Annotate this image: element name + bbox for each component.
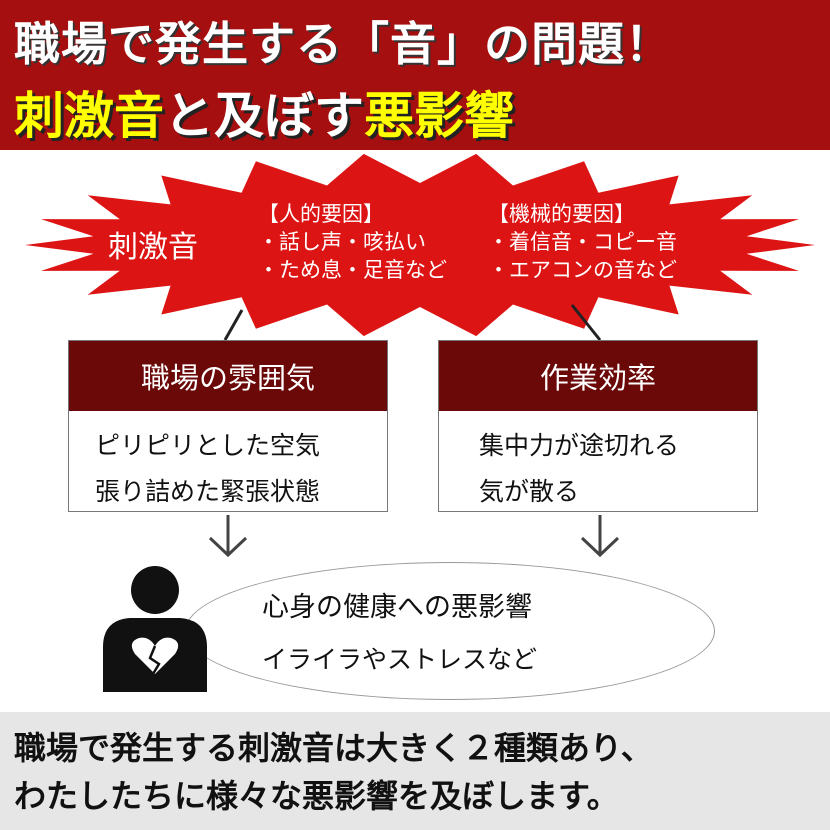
health-subtitle: イライラやストレスなど: [262, 645, 538, 674]
highlight-text: 悪影響: [364, 87, 514, 145]
highlight-text: 刺激音: [14, 87, 164, 145]
health-ellipse: [185, 562, 715, 700]
burst-title: 刺激音: [108, 230, 198, 265]
human-factors: 【人的要因】 ・話し声・咳払い ・ため息・足音など: [258, 200, 447, 284]
human-item: ・話し声・咳払い: [258, 230, 426, 254]
box-line: 気が散る: [479, 477, 580, 506]
stressed-person-icon: [103, 566, 207, 692]
arrow-down-icon: [208, 515, 248, 558]
atmosphere-box: 職場の雰囲気 ピリピリとした空気張り詰めた緊張状態: [68, 340, 388, 512]
box-title: 作業効率: [439, 341, 757, 411]
human-item: ・ため息・足音など: [258, 258, 447, 282]
header-title: 職場で発生する「音」の問題！: [14, 17, 672, 71]
machine-item: ・エアコンの音など: [488, 258, 677, 282]
footer-line: 職場で発生する刺激音は大きく２種類あり、: [14, 729, 653, 767]
box-title: 職場の雰囲気: [69, 341, 387, 411]
box-line: 張り詰めた緊張状態: [95, 477, 321, 506]
burst-shape: [25, 153, 815, 341]
machine-heading: 【機械的要因】: [488, 202, 635, 226]
connector-line: [223, 309, 244, 341]
subtitle-text: と及ぼす: [164, 87, 364, 145]
footer-line: わたしたちに様々な悪影響を及ぼします。: [14, 777, 619, 815]
health-title: 心身の健康への悪影響: [262, 592, 532, 623]
box-line: 集中力が途切れる: [479, 431, 680, 460]
header-subtitle: 刺激音と及ぼす悪影響: [14, 76, 514, 148]
connector-line: [570, 304, 602, 341]
header-banner: 職場で発生する「音」の問題！ 刺激音と及ぼす悪影響: [0, 0, 830, 150]
arrow-down-icon: [580, 515, 620, 558]
box-line: ピリピリとした空気: [95, 431, 321, 460]
efficiency-box: 作業効率 集中力が途切れる気が散る: [438, 340, 758, 512]
machine-factors: 【機械的要因】 ・着信音・コピー音 ・エアコンの音など: [488, 200, 677, 284]
machine-item: ・着信音・コピー音: [488, 230, 677, 254]
footer-summary: 職場で発生する刺激音は大きく２種類あり、 わたしたちに様々な悪影響を及ぼします。: [0, 712, 830, 830]
human-heading: 【人的要因】: [258, 202, 384, 226]
